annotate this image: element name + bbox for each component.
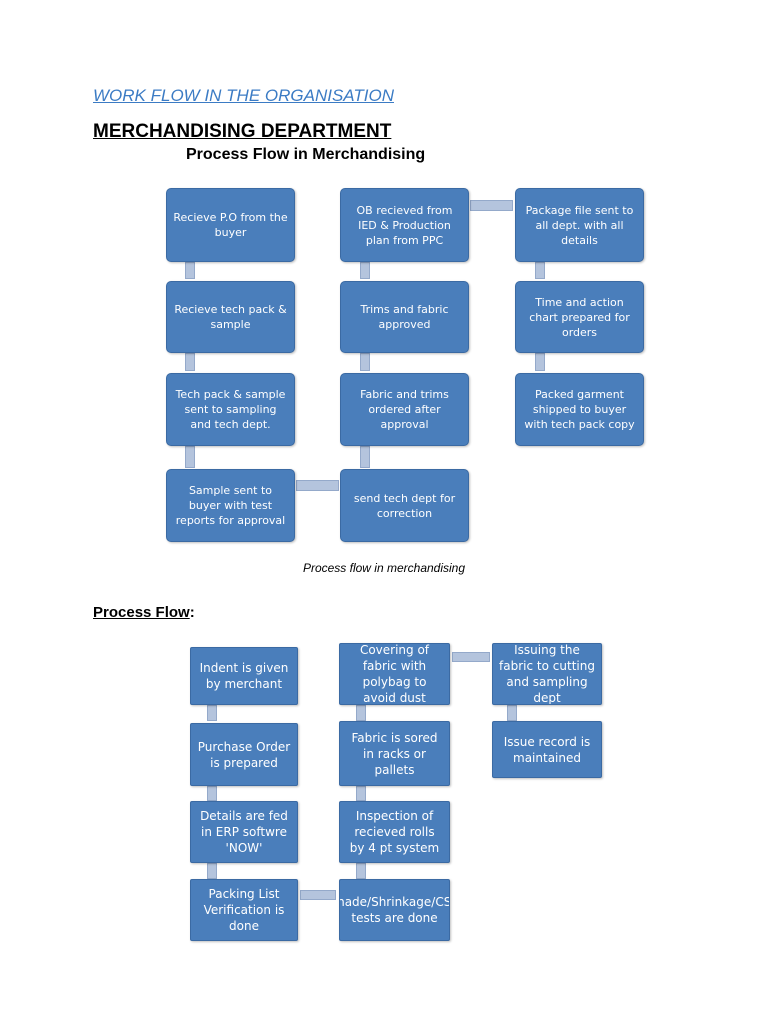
- connector: [356, 863, 366, 879]
- flow2-step-erp-details: Details are fed in ERP softwre 'NOW': [190, 801, 298, 863]
- flow1-step-time-action-chart: Time and action chart prepared for order…: [515, 281, 644, 353]
- flow2-step-fabric-stored: Fabric is sored in racks or pallets: [339, 721, 450, 786]
- connector: [535, 262, 545, 279]
- section-heading-text: Process Flow: [93, 604, 190, 621]
- connector: [185, 262, 195, 279]
- connector: [356, 705, 366, 721]
- section-heading: Process Flow:: [93, 604, 195, 621]
- connector: [300, 890, 336, 900]
- connector: [507, 705, 517, 721]
- document-title: WORK FLOW IN THE ORGANISATION: [93, 86, 394, 105]
- flow2-step-issue-record: Issue record is maintained: [492, 721, 602, 778]
- flow1-step-tech-pack-sent: Tech pack & sample sent to sampling and …: [166, 373, 295, 446]
- connector: [452, 652, 490, 662]
- connector: [360, 262, 370, 279]
- flow2-step-purchase-order: Purchase Order is prepared: [190, 723, 298, 786]
- department-title: MERCHANDISING DEPARTMENT: [93, 121, 392, 142]
- flow1-step-receive-po: Recieve P.O from the buyer: [166, 188, 295, 262]
- section-heading-colon: :: [189, 604, 195, 621]
- flow1-step-ob-received: OB recieved from IED & Production plan f…: [340, 188, 469, 262]
- figure-caption: Process flow in merchandising: [302, 561, 466, 575]
- connector: [296, 480, 339, 491]
- flow1-step-package-file: Package file sent to all dept. with all …: [515, 188, 644, 262]
- connector: [360, 353, 370, 371]
- connector: [207, 786, 217, 801]
- connector: [185, 446, 195, 468]
- flow2-step-issuing-fabric: Issuing the fabric to cutting and sampli…: [492, 643, 602, 705]
- connector: [470, 200, 513, 211]
- connector: [207, 863, 217, 879]
- flow2-step-covering-fabric: Covering of fabric with polybag to avoid…: [339, 643, 450, 705]
- flow1-step-sample-sent: Sample sent to buyer with test reports f…: [166, 469, 295, 542]
- flow1-step-packed-garment: Packed garment shipped to buyer with tec…: [515, 373, 644, 446]
- connector: [535, 353, 545, 371]
- flow1-step-receive-tech-pack: Recieve tech pack & sample: [166, 281, 295, 353]
- connector: [207, 705, 217, 721]
- flow1-step-trims-approved: Trims and fabric approved: [340, 281, 469, 353]
- connector: [356, 786, 366, 801]
- flow2-step-packing-list: Packing List Verification is done: [190, 879, 298, 941]
- flow1-step-send-tech-dept: send tech dept for correction: [340, 469, 469, 542]
- flow2-step-shade-tests: Shade/Shrinkage/CSV tests are done: [339, 879, 450, 941]
- flow-subtitle: Process Flow in Merchandising: [186, 146, 426, 163]
- flow2-step-inspection: Inspection of recieved rolls by 4 pt sys…: [339, 801, 450, 863]
- connector: [185, 353, 195, 371]
- flow2-step-indent: Indent is given by merchant: [190, 647, 298, 705]
- connector: [360, 446, 370, 468]
- flow1-step-fabric-ordered: Fabric and trims ordered after approval: [340, 373, 469, 446]
